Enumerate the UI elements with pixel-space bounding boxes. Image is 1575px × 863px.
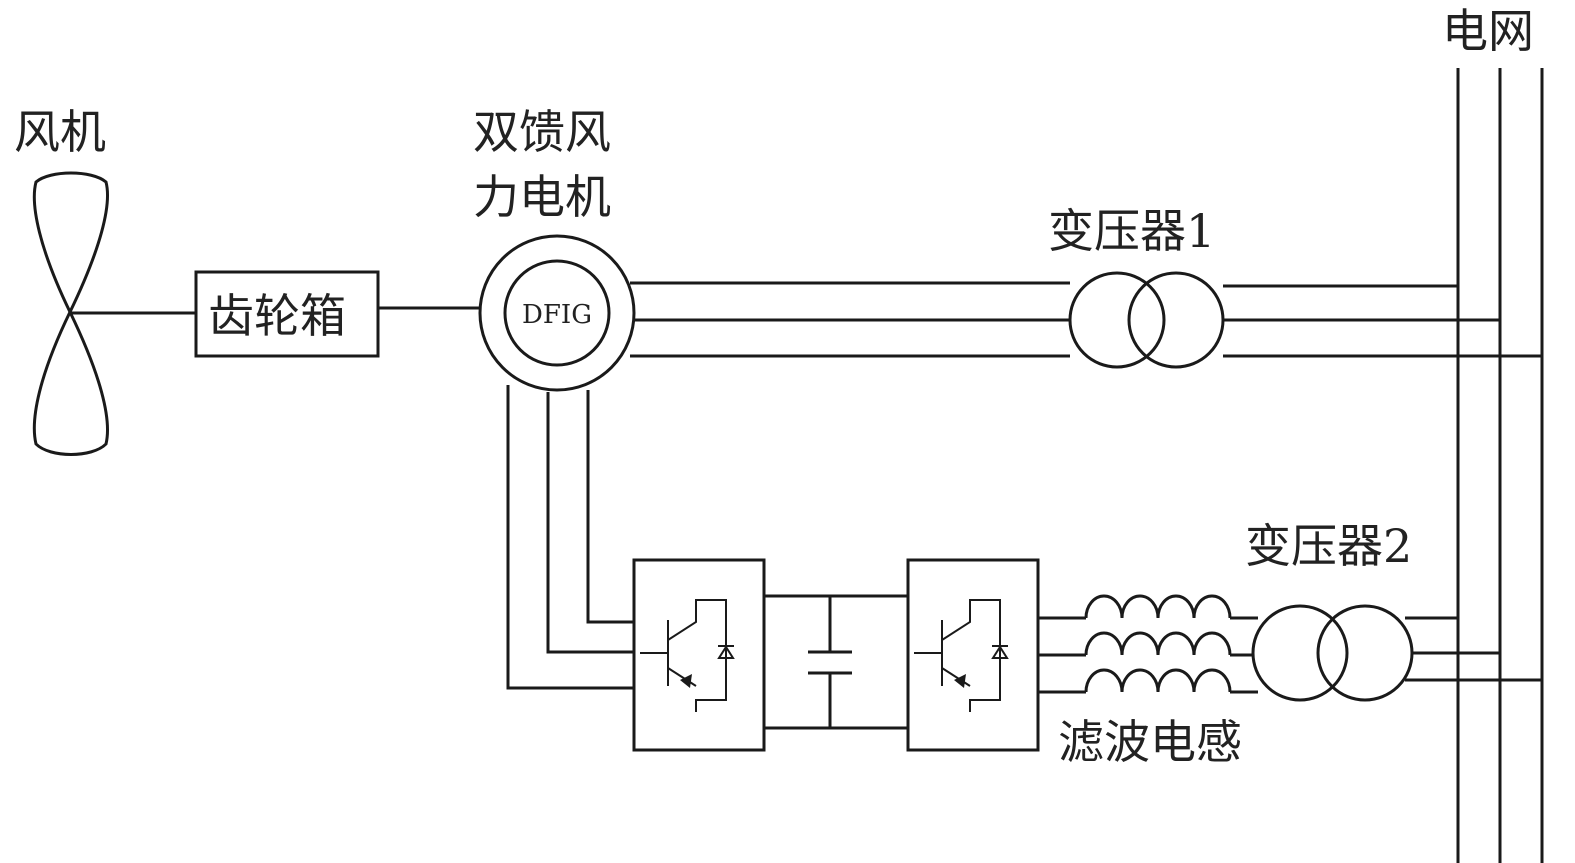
gearbox-label: 齿轮箱 — [208, 289, 346, 343]
stator-lines — [630, 281, 1070, 358]
filter-inductor-label: 滤波电感 — [1058, 715, 1242, 769]
rotor-lines — [506, 385, 634, 690]
gearbox-box — [194, 270, 380, 358]
dfig-title-line1: 双馈风 — [473, 105, 611, 159]
transformer1-grid-lines — [1223, 284, 1542, 358]
wind-turbine-icon — [32, 171, 109, 456]
filter-inductors-icon — [1084, 594, 1232, 693]
dfig-label: DFIG — [522, 300, 592, 330]
transformer1-icon — [1068, 271, 1225, 369]
dfig-title-line2: 力电机 — [473, 170, 611, 224]
transformer1-label: 变压器1 — [1048, 204, 1215, 258]
transformer2-label: 变压器2 — [1245, 519, 1412, 573]
grid-bus — [1456, 68, 1544, 863]
converter-filter-lines — [1038, 616, 1086, 694]
grid-side-converter — [906, 558, 1040, 752]
inductor-transformer2-lines — [1230, 616, 1258, 694]
dfig-generator — [478, 234, 636, 392]
rotor-side-converter — [632, 558, 766, 752]
grid-label: 电网 — [1442, 4, 1534, 58]
wind-turbine-label: 风机 — [14, 105, 106, 159]
dc-link-capacitor — [764, 594, 908, 730]
transformer2-grid-lines — [1405, 616, 1542, 682]
transformer2-icon — [1251, 604, 1414, 702]
